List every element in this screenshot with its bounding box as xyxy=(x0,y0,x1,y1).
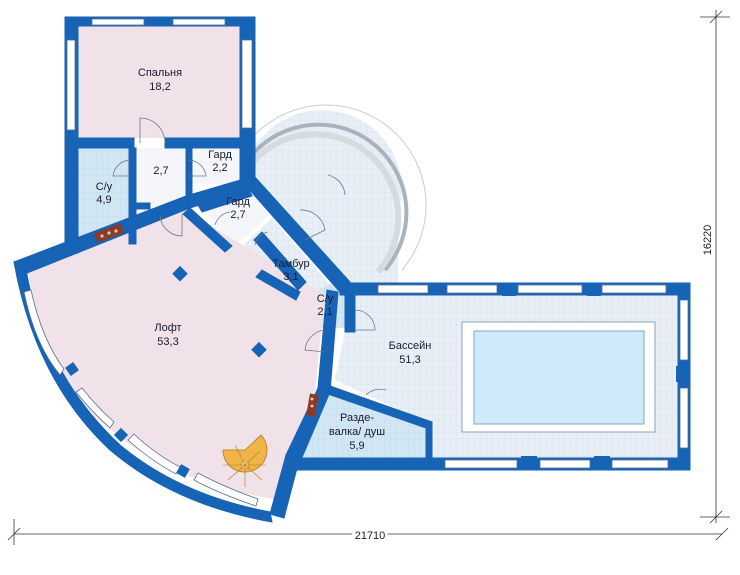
hall-floor xyxy=(136,148,186,203)
loft-floor xyxy=(28,210,325,500)
label-changing-area: 5,9 xyxy=(349,440,364,452)
pillars xyxy=(65,265,690,478)
changing-room-floor xyxy=(300,392,428,458)
label-loft-area: 53,3 xyxy=(157,336,178,348)
terrace xyxy=(246,104,427,290)
pool-water xyxy=(473,330,645,425)
label-changing-name: Разде- xyxy=(340,412,374,424)
bedroom-floor xyxy=(78,25,240,138)
label-bedroom-area: 18,2 xyxy=(149,81,170,93)
gard1-floor xyxy=(192,148,242,184)
floors xyxy=(28,25,678,500)
label-wc2-name: С/у xyxy=(317,293,334,305)
label-gard1-area: 2,2 xyxy=(212,162,227,174)
doors xyxy=(112,117,387,396)
label-gard2-area: 2,7 xyxy=(230,209,245,221)
label-wc1-name: С/у xyxy=(96,181,113,193)
spiral-staircase xyxy=(222,434,268,487)
label-tambur-area: 3,1 xyxy=(283,271,298,283)
dimension-height-label: 16220 xyxy=(702,225,714,256)
label-changing-name2: валка/ душ xyxy=(329,426,385,438)
windows xyxy=(23,18,689,507)
label-pool-name: Бассейн xyxy=(389,340,432,352)
dimension-height: 16220 xyxy=(699,10,730,524)
label-pool-area: 51,3 xyxy=(399,354,420,366)
dimension-width: 21710 xyxy=(7,519,729,545)
label-loft-name: Лофт xyxy=(154,322,181,334)
label-tambur-name: Тамбур xyxy=(272,258,309,270)
room-labels: Спальня 18,2 С/у 4,9 2,7 Гард 2,2 Гард 2… xyxy=(96,67,432,452)
label-wc1-area: 4,9 xyxy=(96,194,111,206)
label-gard2-name: Гард xyxy=(226,196,250,208)
dimension-width-label: 21710 xyxy=(355,530,386,542)
vents xyxy=(94,223,319,417)
label-gard1-name: Гард xyxy=(208,149,232,161)
label-bedroom-name: Спальня xyxy=(138,67,182,79)
label-hall-area: 2,7 xyxy=(153,165,168,177)
label-wc2-area: 2,1 xyxy=(317,306,332,318)
